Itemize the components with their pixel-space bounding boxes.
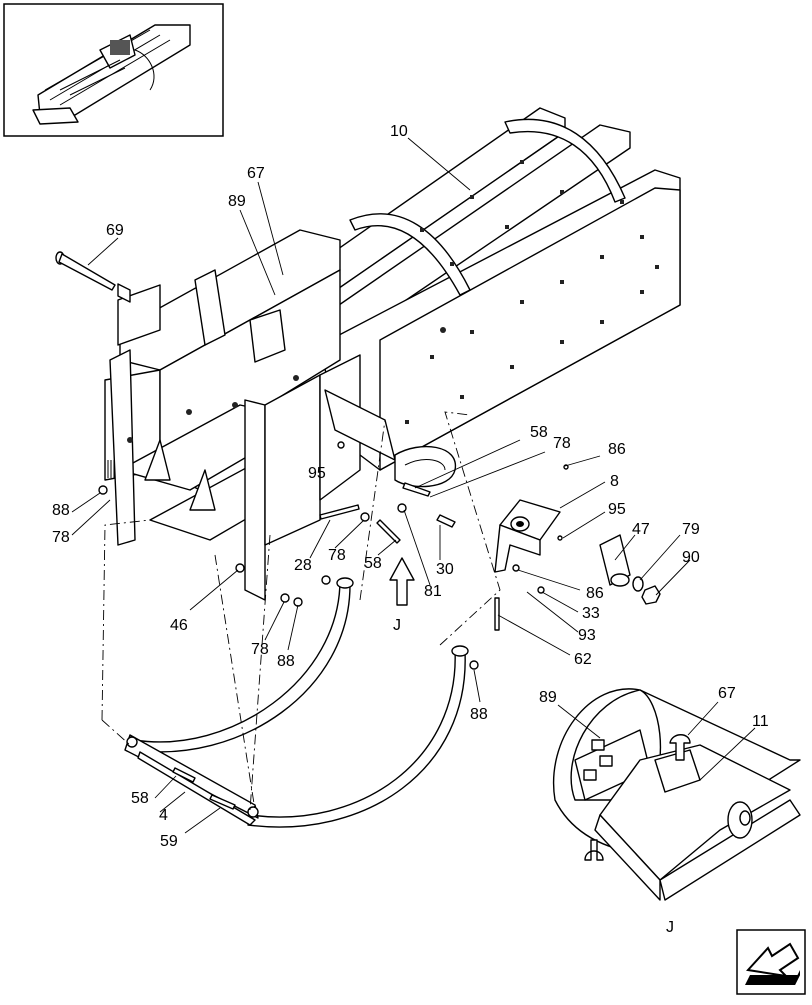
alignment-lines (101, 411, 501, 811)
main-frame-assembly (104, 107, 681, 601)
callout-95[interactable]: 95 (608, 501, 626, 518)
bolt-58-center[interactable] (376, 519, 401, 544)
callout-8[interactable]: 8 (610, 473, 619, 490)
washer-79[interactable] (632, 576, 644, 592)
callout-58[interactable]: 58 (364, 555, 382, 572)
callout-labels: 10 67 89 69 58 78 86 8 95 95 47 79 90 88… (52, 123, 769, 936)
detail-j-view (552, 688, 801, 901)
callout-67[interactable]: 67 (718, 685, 736, 702)
leader-lines (71, 137, 756, 834)
nut-90[interactable] (641, 585, 661, 605)
callout-4[interactable]: 4 (159, 807, 168, 824)
callout-58[interactable]: 58 (131, 790, 149, 807)
callout-46[interactable]: 46 (170, 617, 188, 634)
overview-thumbnail[interactable] (3, 3, 224, 137)
callout-78[interactable]: 78 (52, 529, 70, 546)
callout-J[interactable]: J (666, 919, 674, 936)
hardware-parts (55, 251, 661, 670)
callout-88[interactable]: 88 (277, 653, 295, 670)
callout-59[interactable]: 59 (160, 833, 178, 850)
callout-11[interactable]: 11 (752, 713, 769, 730)
callout-86[interactable]: 86 (608, 441, 626, 458)
callout-95[interactable]: 95 (308, 465, 326, 482)
callout-33[interactable]: 33 (582, 605, 600, 622)
callout-78[interactable]: 78 (553, 435, 571, 452)
callout-88[interactable]: 88 (470, 706, 488, 723)
sleeve-47[interactable] (599, 534, 631, 587)
callout-J[interactable]: J (393, 617, 401, 634)
callout-67[interactable]: 67 (247, 165, 265, 182)
nuts-washers[interactable] (98, 441, 569, 670)
callout-90[interactable]: 90 (682, 549, 700, 566)
bolt-69[interactable] (55, 251, 131, 303)
view-direction-arrow-j (389, 557, 415, 606)
callout-88[interactable]: 88 (52, 502, 70, 519)
callout-10[interactable]: 10 (390, 123, 408, 140)
callout-47[interactable]: 47 (632, 521, 650, 538)
machine-overview-thumbnail-icon (32, 24, 191, 125)
bolt-30[interactable] (436, 514, 456, 528)
callout-78[interactable]: 78 (251, 641, 269, 658)
callout-81[interactable]: 81 (424, 583, 442, 600)
callout-78[interactable]: 78 (328, 547, 346, 564)
bolt-62[interactable] (494, 597, 500, 631)
callout-89[interactable]: 89 (228, 193, 246, 210)
callout-86[interactable]: 86 (586, 585, 604, 602)
callout-28[interactable]: 28 (294, 557, 312, 574)
bolt-58-upper[interactable] (402, 482, 431, 497)
callout-89[interactable]: 89 (539, 689, 557, 706)
rod-28[interactable] (319, 504, 360, 520)
callout-58[interactable]: 58 (530, 424, 548, 441)
callout-93[interactable]: 93 (578, 627, 596, 644)
callout-30[interactable]: 30 (436, 561, 454, 578)
callout-69[interactable]: 69 (106, 222, 124, 239)
bow-assembly (124, 577, 469, 828)
callout-79[interactable]: 79 (682, 521, 700, 538)
next-page-arrow-icon (745, 942, 800, 985)
next-page-button[interactable] (736, 929, 806, 995)
callout-62[interactable]: 62 (574, 651, 592, 668)
bracket-8[interactable] (494, 499, 561, 573)
